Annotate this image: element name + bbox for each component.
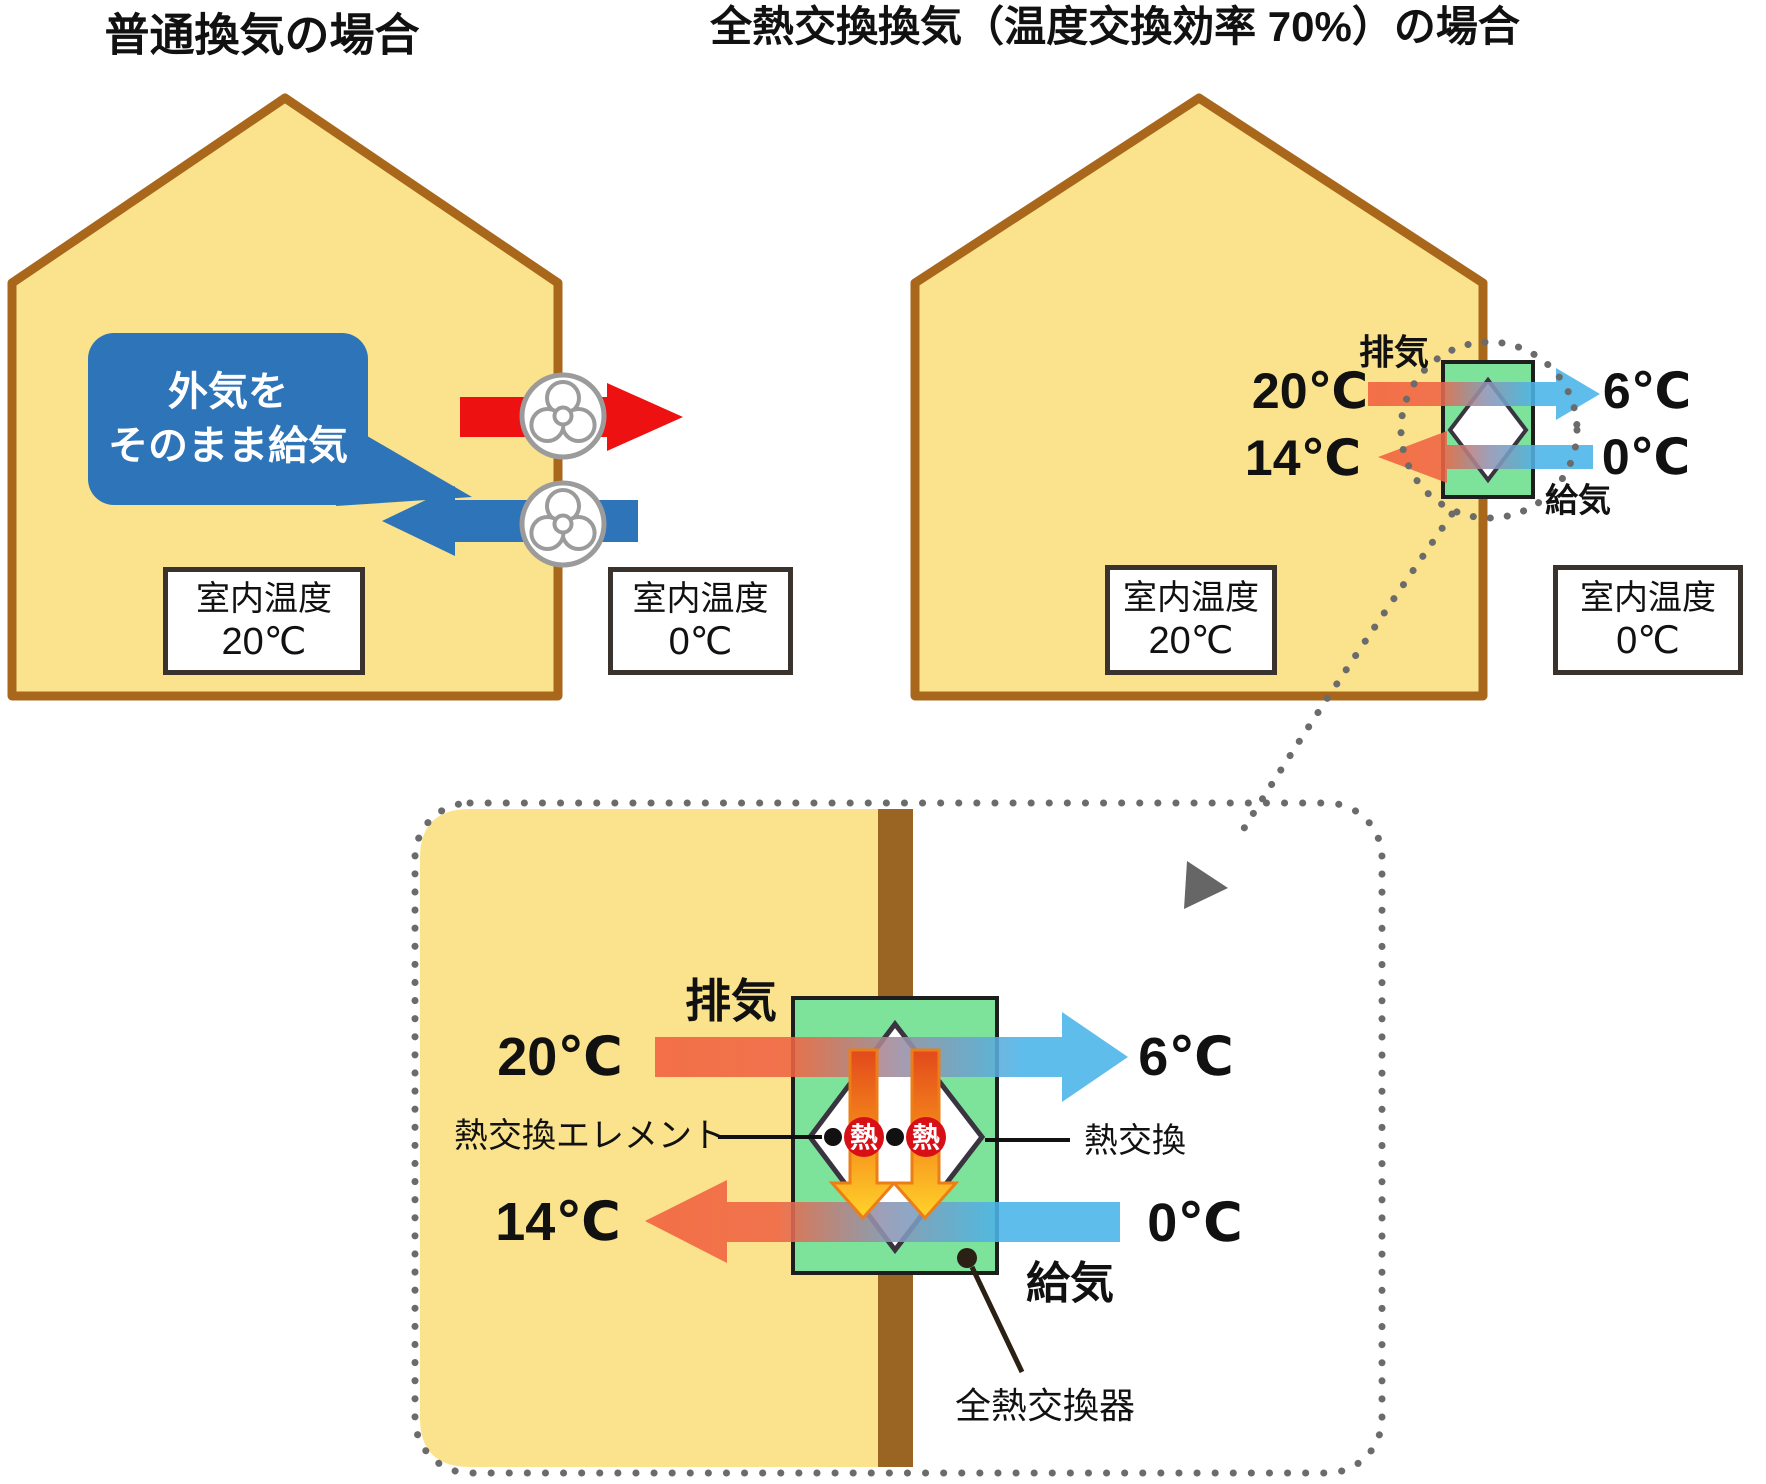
fan-icon xyxy=(522,483,604,565)
heat-char-badge-text: 熱 xyxy=(849,1122,879,1153)
left-outdoor-temp-box: 室内温度 0℃ xyxy=(608,567,793,675)
supply-result-temp-small: 14℃ xyxy=(1244,430,1362,486)
exhaust-flow-arrow-small xyxy=(1368,368,1600,420)
exchanger-label: 全熱交換器 xyxy=(954,1385,1136,1426)
title-right: 全熱交換換気（温度交換効率 70%）の場合 xyxy=(710,3,1520,50)
bubble-line1: 外気を xyxy=(168,370,288,414)
outside-air-speech-bubble: 外気を そのまま給気 xyxy=(88,333,368,505)
right-indoor-temp-box: 室内温度 20℃ xyxy=(1105,565,1277,675)
exhaust-out-temp-large: 6℃ xyxy=(1138,1027,1234,1087)
supply-result-temp-large: 14℃ xyxy=(495,1192,621,1252)
heat-exchange-label: 熱交換 xyxy=(1084,1122,1186,1160)
exhaust-out-temp-small: 6℃ xyxy=(1602,363,1692,419)
exhaust-label-large: 排気 xyxy=(685,975,777,1027)
temp-box-value: 0℃ xyxy=(668,620,733,663)
exhaust-label-small: 排気 xyxy=(1358,333,1430,373)
supply-label-small: 給気 xyxy=(1545,481,1611,519)
supply-label-large: 給気 xyxy=(1026,1259,1114,1308)
element-dot xyxy=(886,1128,904,1146)
magnifier-connector-line xyxy=(1239,510,1456,834)
temp-box-label: 室内温度 xyxy=(196,579,332,618)
supply-flow-arrow-large xyxy=(645,1180,1120,1263)
heat-badge xyxy=(844,1117,884,1157)
detail-panel-interior xyxy=(420,809,878,1467)
exchanger-dot xyxy=(957,1248,977,1268)
title-left: 普通換気の場合 xyxy=(104,9,420,61)
speech-bubble-tail xyxy=(336,426,472,506)
bubble-line2: そのまま給気 xyxy=(108,424,348,468)
supply-flow-arrow-small xyxy=(1378,431,1593,483)
magnifier-arrowhead xyxy=(1184,861,1228,909)
outdoor-temp-small: 0℃ xyxy=(1601,429,1691,485)
temp-box-label: 室内温度 xyxy=(1123,578,1259,617)
heat-badge xyxy=(906,1117,946,1157)
exchanger-leader-line xyxy=(969,1265,1025,1374)
right-outdoor-temp-box: 室内温度 0℃ xyxy=(1553,565,1743,675)
temp-box-label: 室内温度 xyxy=(632,579,769,618)
left-indoor-temp-box: 室内温度 20℃ xyxy=(163,567,365,675)
indoor-temp-small: 20℃ xyxy=(1251,363,1369,419)
exhaust-flow-arrow-large xyxy=(655,1012,1128,1102)
magnifier-circle xyxy=(1397,338,1581,522)
outdoor-temp-large: 0℃ xyxy=(1147,1193,1243,1253)
temp-box-value: 20℃ xyxy=(1148,619,1234,662)
indoor-temp-large: 20℃ xyxy=(497,1027,623,1087)
temp-box-label: 室内温度 xyxy=(1580,578,1716,617)
fan-icon xyxy=(522,375,604,457)
element-label: 熱交換エレメント xyxy=(454,1117,726,1155)
temp-box-value: 20℃ xyxy=(221,620,307,663)
heat-char-badge-text: 熱 xyxy=(911,1122,941,1153)
temp-box-value: 0℃ xyxy=(1616,619,1680,662)
element-dot xyxy=(824,1128,842,1146)
